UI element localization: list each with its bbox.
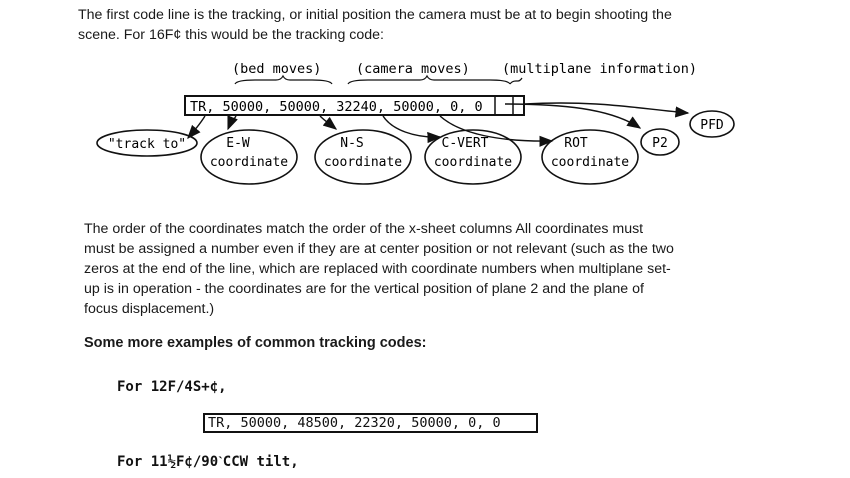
arrow-pfd	[523, 102, 690, 118]
arrow-rot	[439, 115, 554, 147]
camera-moves-brace	[347, 74, 511, 85]
multiplane-info-label: (multiplane information)	[502, 61, 697, 77]
rot-oval	[541, 129, 639, 185]
pfd-label: PFD	[700, 118, 724, 133]
arrow-track-to	[187, 115, 206, 140]
intro-line-1: The first code line is the tracking, or …	[78, 7, 672, 23]
ns-oval	[314, 129, 412, 185]
order-line-4: up is in operation - the coordinates are…	[84, 281, 644, 297]
rot-label: ROT	[564, 136, 588, 151]
track-to-oval	[96, 129, 198, 157]
camera-moves-label: (camera moves)	[356, 61, 470, 77]
order-line-3: zeros at the end of the line, which are …	[84, 261, 671, 277]
bed-moves-brace	[234, 74, 333, 85]
arrow-ns	[319, 115, 338, 130]
intro-paragraph: The first code line is the tracking, or …	[78, 5, 738, 45]
ns-label: N-S	[340, 136, 363, 151]
example-1-code-box: TR, 50000, 48500, 22320, 50000, 0, 0	[203, 413, 538, 433]
order-line-1: The order of the coordinates match the o…	[84, 221, 644, 237]
tracking-code-text: TR, 50000, 50000, 32240, 50000, 0, 0	[190, 99, 483, 115]
ew-oval	[200, 129, 298, 185]
tracking-code-box	[184, 95, 525, 116]
arrow-p2	[504, 103, 642, 129]
track-to-label: "track to"	[108, 137, 186, 152]
bed-moves-label: (bed moves)	[232, 61, 321, 77]
example-1-label: For 12F/4S+¢,	[117, 379, 227, 395]
ew-coordinate-label: coordinate	[210, 155, 288, 170]
arrow-ew	[227, 115, 238, 131]
multiplane-brace	[509, 77, 523, 85]
intro-line-2: scene. For 16F¢ this would be the tracki…	[78, 27, 384, 43]
examples-heading: Some more examples of common tracking co…	[84, 335, 427, 351]
ns-coordinate-label: coordinate	[324, 155, 402, 170]
order-line-2: must be assigned a number even if they a…	[84, 241, 674, 257]
p2-label: P2	[652, 136, 668, 151]
example-1-code: TR, 50000, 48500, 22320, 50000, 0, 0	[208, 415, 501, 431]
coordinates-paragraph: The order of the coordinates match the o…	[84, 219, 744, 319]
cvert-oval	[424, 129, 522, 185]
p2-oval	[640, 128, 680, 156]
tracking-code-diagram: (bed moves) (camera moves) (multiplane i…	[96, 61, 735, 185]
cvert-coordinate-label: coordinate	[434, 155, 512, 170]
order-line-5: focus displacement.)	[84, 301, 215, 317]
example-2-label: For 11½F¢/90ˋCCW tilt,	[117, 454, 299, 470]
arrow-cvert	[382, 115, 442, 144]
ew-label: E-W	[226, 136, 250, 151]
pfd-oval	[689, 110, 735, 138]
cvert-label: C-VERT	[442, 136, 489, 151]
rot-coordinate-label: coordinate	[551, 155, 629, 170]
